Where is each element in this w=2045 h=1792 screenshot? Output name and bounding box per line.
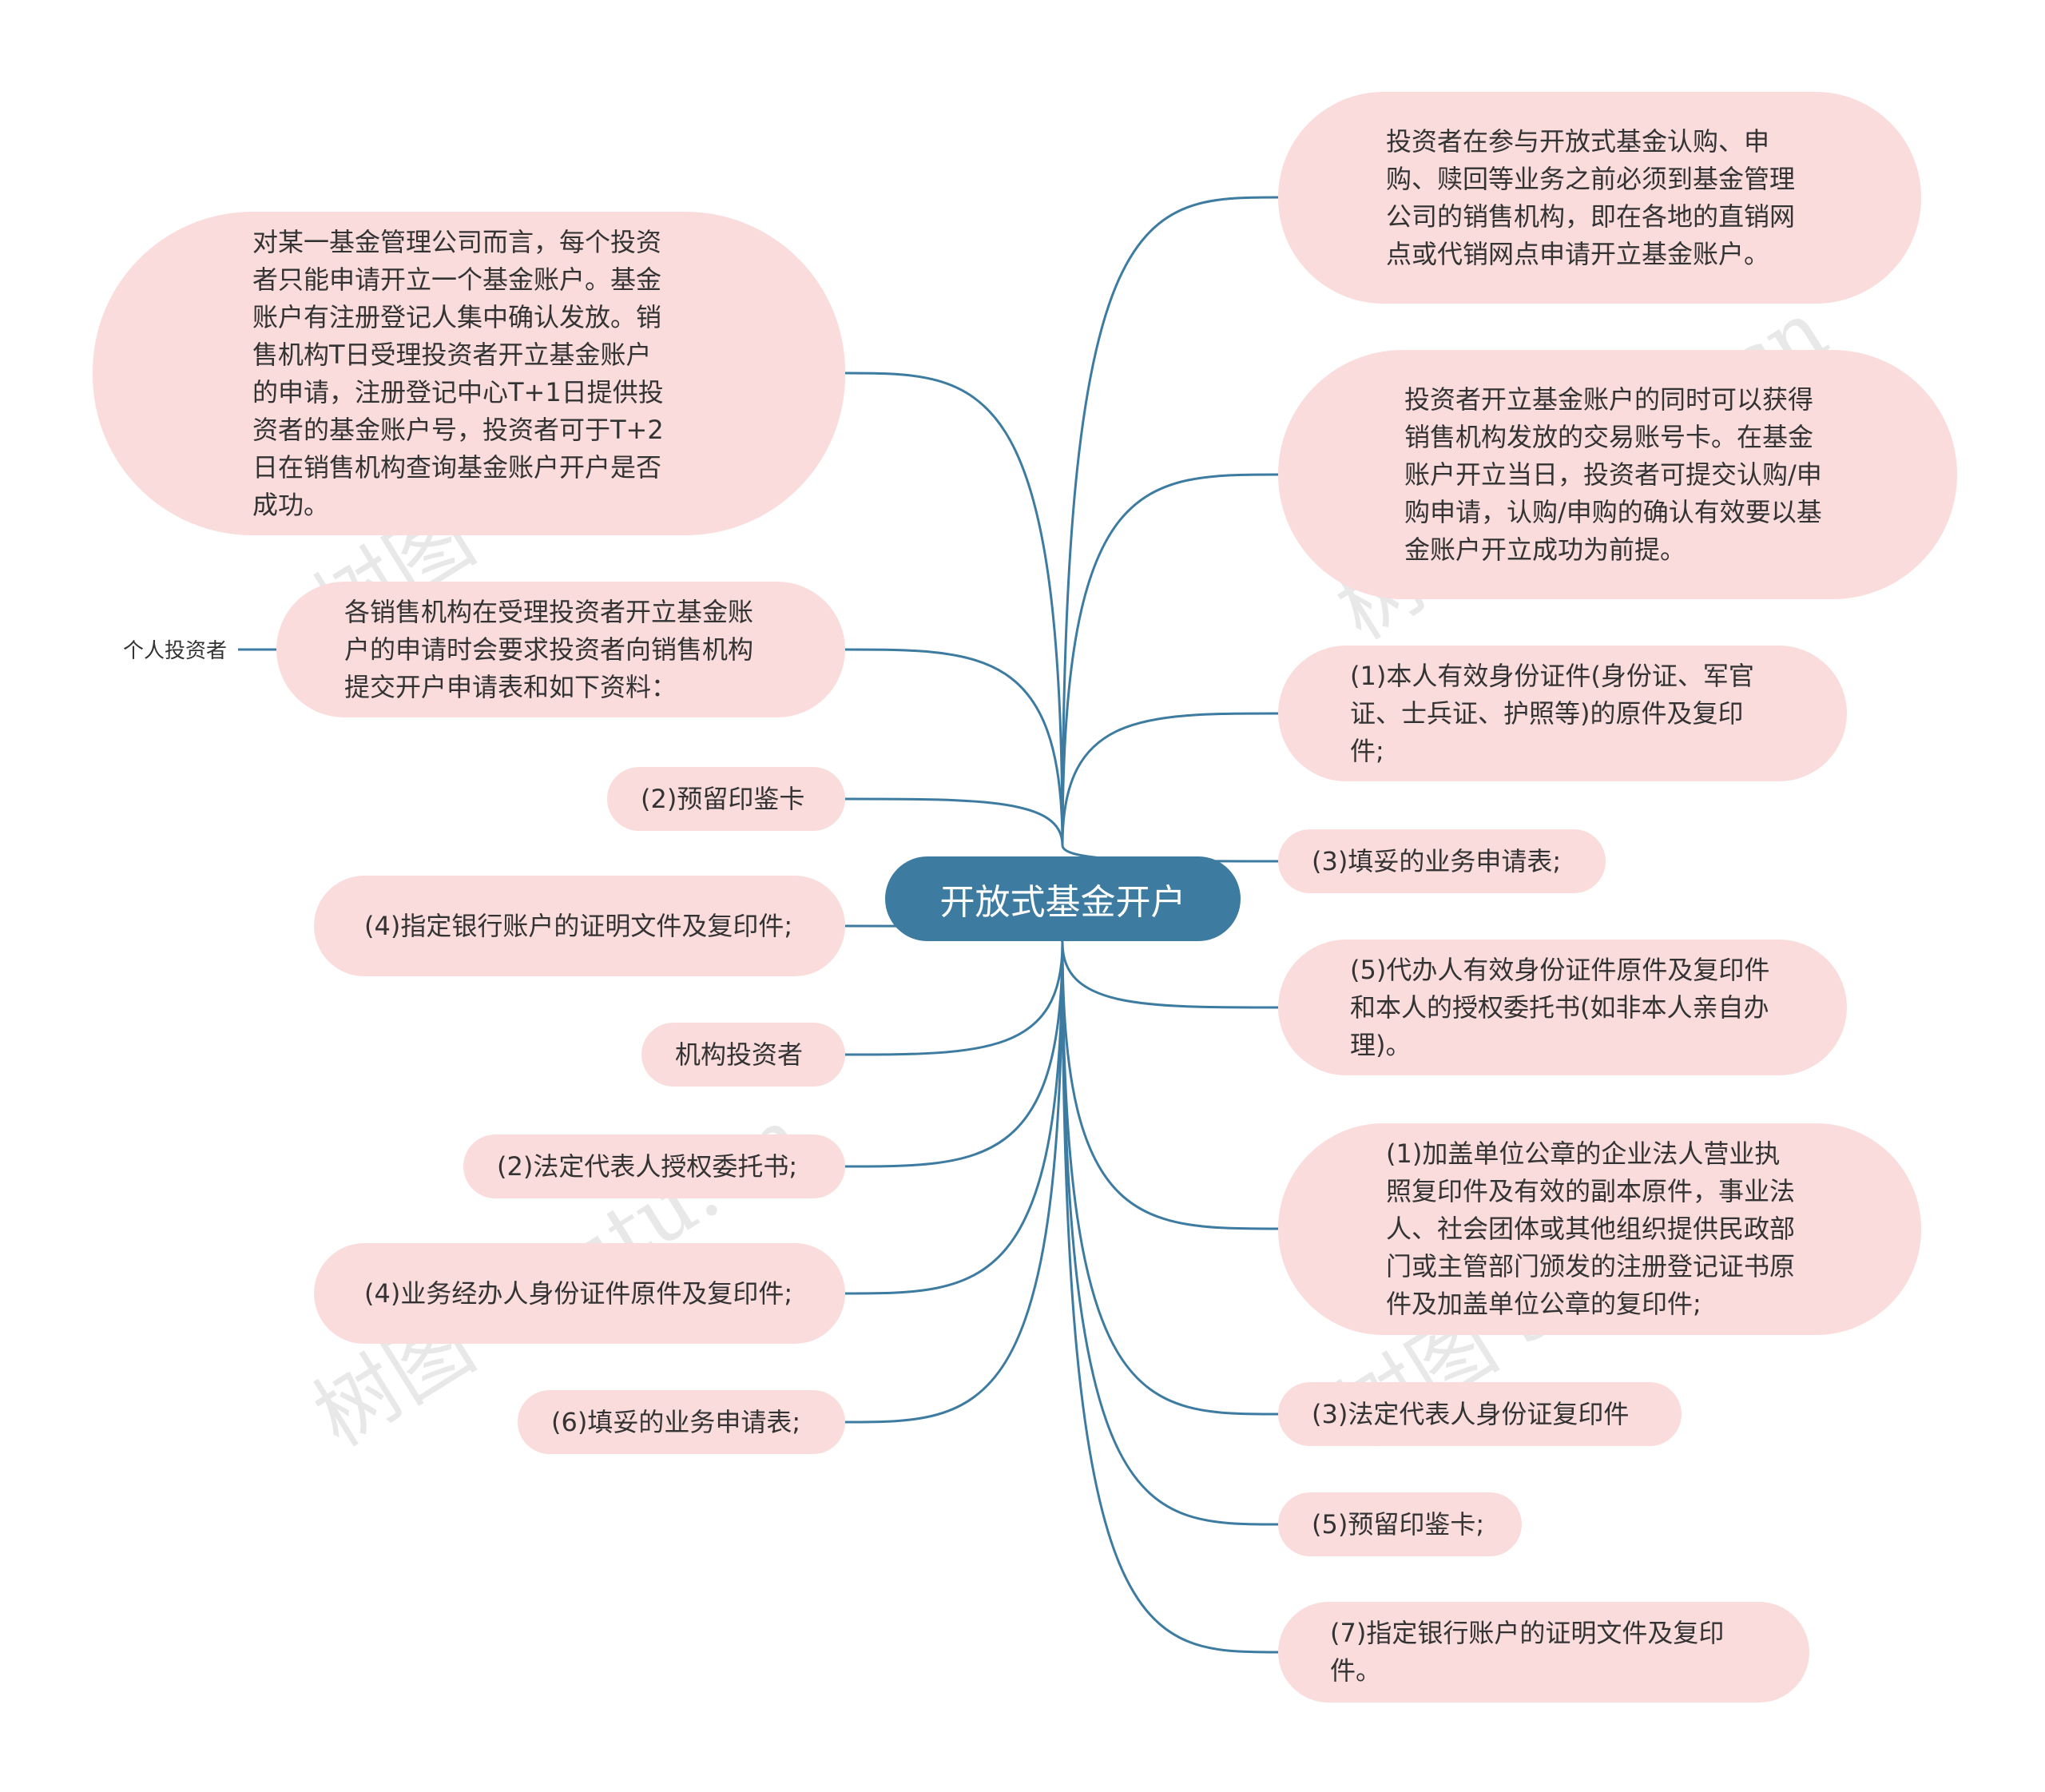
topic-node-right-2[interactable]: 投资者开立基金账户的同时可以获得销售机构发放的交易账号卡。在基金账户开立当日，投… [1278,350,1957,599]
connector-line [1061,942,1279,1526]
topic-node-text: (6)填妥的业务申请表; [551,1406,801,1437]
topic-node-text: (3)法定代表人身份证复印件 [1312,1398,1630,1429]
topic-node-left-1[interactable]: 对某一基金管理公司而言，每个投资者只能申请开立一个基金账户。基金账户有注册登记人… [93,212,845,535]
topic-node-text: 对某一基金管理公司而言，每个投资者只能申请开立一个基金账户。基金账户有注册登记人… [252,226,664,520]
topic-node-left-3[interactable]: (2)预留印鉴卡 [607,767,845,831]
topic-node-left-4[interactable]: (4)指定银行账户的证明文件及复印件; [314,876,845,976]
topic-node-right-3[interactable]: (1)本人有效身份证件(身份证、军官证、士兵证、护照等)的原件及复印件; [1278,646,1847,781]
topic-node-left-2[interactable]: 各销售机构在受理投资者开立基金账户的申请时会要求投资者向销售机构提交开户申请表和… [276,582,845,717]
connector-line [1061,196,1279,846]
topic-node-left-5[interactable]: 机构投资者 [641,1023,845,1087]
topic-node-right-1[interactable]: 投资者在参与开放式基金认购、申购、赎回等业务之前必须到基金管理公司的销售机构，即… [1278,92,1921,304]
topic-node-right-7[interactable]: (3)法定代表人身份证复印件 [1278,1382,1682,1446]
topic-node-text: (2)法定代表人授权委托书; [497,1150,798,1182]
topic-node-right-9[interactable]: (7)指定银行账户的证明文件及复印件。 [1278,1602,1809,1703]
topic-node-text: (1)加盖单位公章的企业法人营业执照复印件及有效的副本原件，事业法人、社会团体或… [1386,1138,1796,1319]
connector-line [1061,473,1279,846]
topic-node-right-5[interactable]: (5)代办人有效身份证件原件及复印件和本人的授权委托书(如非本人亲自办理)。 [1278,940,1847,1075]
connector-line [1061,942,1279,1230]
connector-line [1061,942,1279,1416]
topic-node-text: 各销售机构在受理投资者开立基金账户的申请时会要求投资者向销售机构提交开户申请表和… [344,596,754,702]
connector-line [844,797,1064,846]
topic-node-left-8[interactable]: (6)填妥的业务申请表; [518,1390,845,1454]
connector-line [844,942,1064,1056]
topic-node-left-7[interactable]: (4)业务经办人身份证件原件及复印件; [314,1243,845,1344]
root-topic-label: 开放式基金开户 [939,882,1186,923]
connector-line [844,942,1064,1424]
connector-line [1061,942,1279,1654]
topic-node-left-6[interactable]: (2)法定代表人授权委托书; [463,1134,845,1198]
topic-node-text: (4)指定银行账户的证明文件及复印件; [364,910,793,941]
connector-line [844,942,1064,1168]
topic-node-text: (5)代办人有效身份证件原件及复印件和本人的授权委托书(如非本人亲自办理)。 [1350,954,1770,1060]
topic-node-text: (3)填妥的业务申请表; [1312,845,1562,876]
topic-node-text: (1)本人有效身份证件(身份证、军官证、士兵证、护照等)的原件及复印件; [1350,660,1754,766]
root-topic[interactable]: 开放式基金开户 [885,856,1241,941]
connector-line [844,372,1064,846]
topic-node-text: (5)预留印鉴卡; [1312,1508,1485,1540]
connector-line [844,648,1064,846]
topic-node-text: (4)业务经办人身份证件原件及复印件; [364,1277,793,1309]
topic-node-right-8[interactable]: (5)预留印鉴卡; [1278,1492,1522,1556]
topic-node-text: 投资者开立基金账户的同时可以获得销售机构发放的交易账号卡。在基金账户开立当日，投… [1404,383,1822,565]
side-label-individual-investor: 个人投资者 [122,639,227,663]
topic-node-right-4[interactable]: (3)填妥的业务申请表; [1278,829,1606,893]
topic-node-text: (7)指定银行账户的证明文件及复印件。 [1330,1618,1725,1686]
connector-line [1061,712,1279,846]
connector-line [844,942,1064,1295]
topic-node-text: 投资者在参与开放式基金认购、申购、赎回等业务之前必须到基金管理公司的销售机构，即… [1386,125,1796,269]
topic-node-right-6[interactable]: (1)加盖单位公章的企业法人营业执照复印件及有效的副本原件，事业法人、社会团体或… [1278,1123,1921,1335]
connector-line [1061,942,1279,1009]
topic-node-text: 机构投资者 [675,1039,804,1070]
topic-node-text: (2)预留印鉴卡 [641,783,805,814]
